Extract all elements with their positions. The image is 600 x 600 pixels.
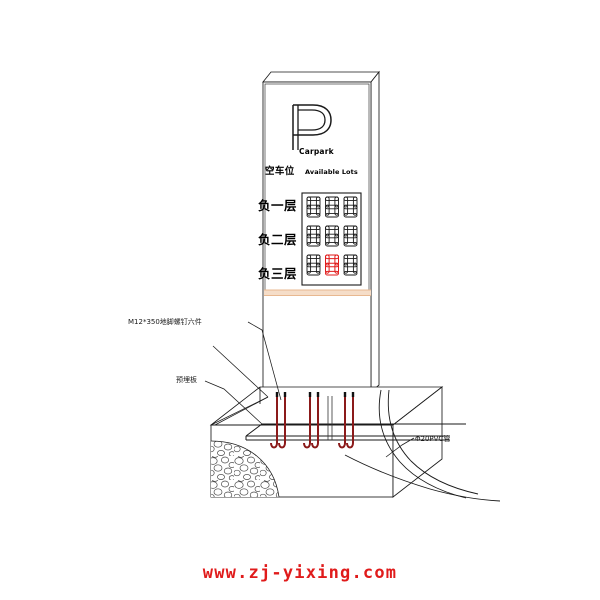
embedded-plate <box>245 423 466 441</box>
seven-segment-digit <box>306 254 321 276</box>
site-watermark: www.zj-yixing.com <box>202 563 398 583</box>
panel-divider-band <box>264 289 371 296</box>
anchor-bolt-group-2 <box>303 392 320 449</box>
floor-label-b1: 负一层 <box>258 198 298 213</box>
seven-segment-digit <box>325 225 339 247</box>
floor-label-b3: 负三层 <box>258 266 298 281</box>
digit-display-box <box>301 192 362 286</box>
seven-segment-digit <box>343 196 358 218</box>
anchor-bolt-group-1 <box>270 392 287 449</box>
conduit-riser <box>327 396 333 440</box>
seven-segment-digits <box>306 196 358 276</box>
floor-label-b2: 负二层 <box>258 232 298 247</box>
p-logo-icon <box>292 104 332 150</box>
seven-segment-digit <box>306 225 321 247</box>
seven-segment-digit <box>343 254 358 276</box>
annotation-pvc-conduit: Φ20PVC管 <box>415 435 451 443</box>
annotation-anchor-bolt: M12*350地脚螺钉六件 <box>128 318 202 326</box>
leader-lines <box>204 321 415 458</box>
anchor-bolt-group-3 <box>338 392 355 449</box>
seven-segment-digit <box>325 254 339 276</box>
seven-segment-digit <box>325 196 339 218</box>
available-lots-label-en: Available Lots <box>305 168 358 176</box>
conduit-cables <box>344 389 501 502</box>
gravel-boundary <box>210 440 280 498</box>
available-lots-label-cn: 空车位 <box>265 166 295 177</box>
seven-segment-digit <box>306 196 321 218</box>
carpark-caption: Carpark <box>299 147 334 156</box>
seven-segment-digit <box>343 225 358 247</box>
annotation-embedded-plate: 预埋板 <box>176 376 197 384</box>
